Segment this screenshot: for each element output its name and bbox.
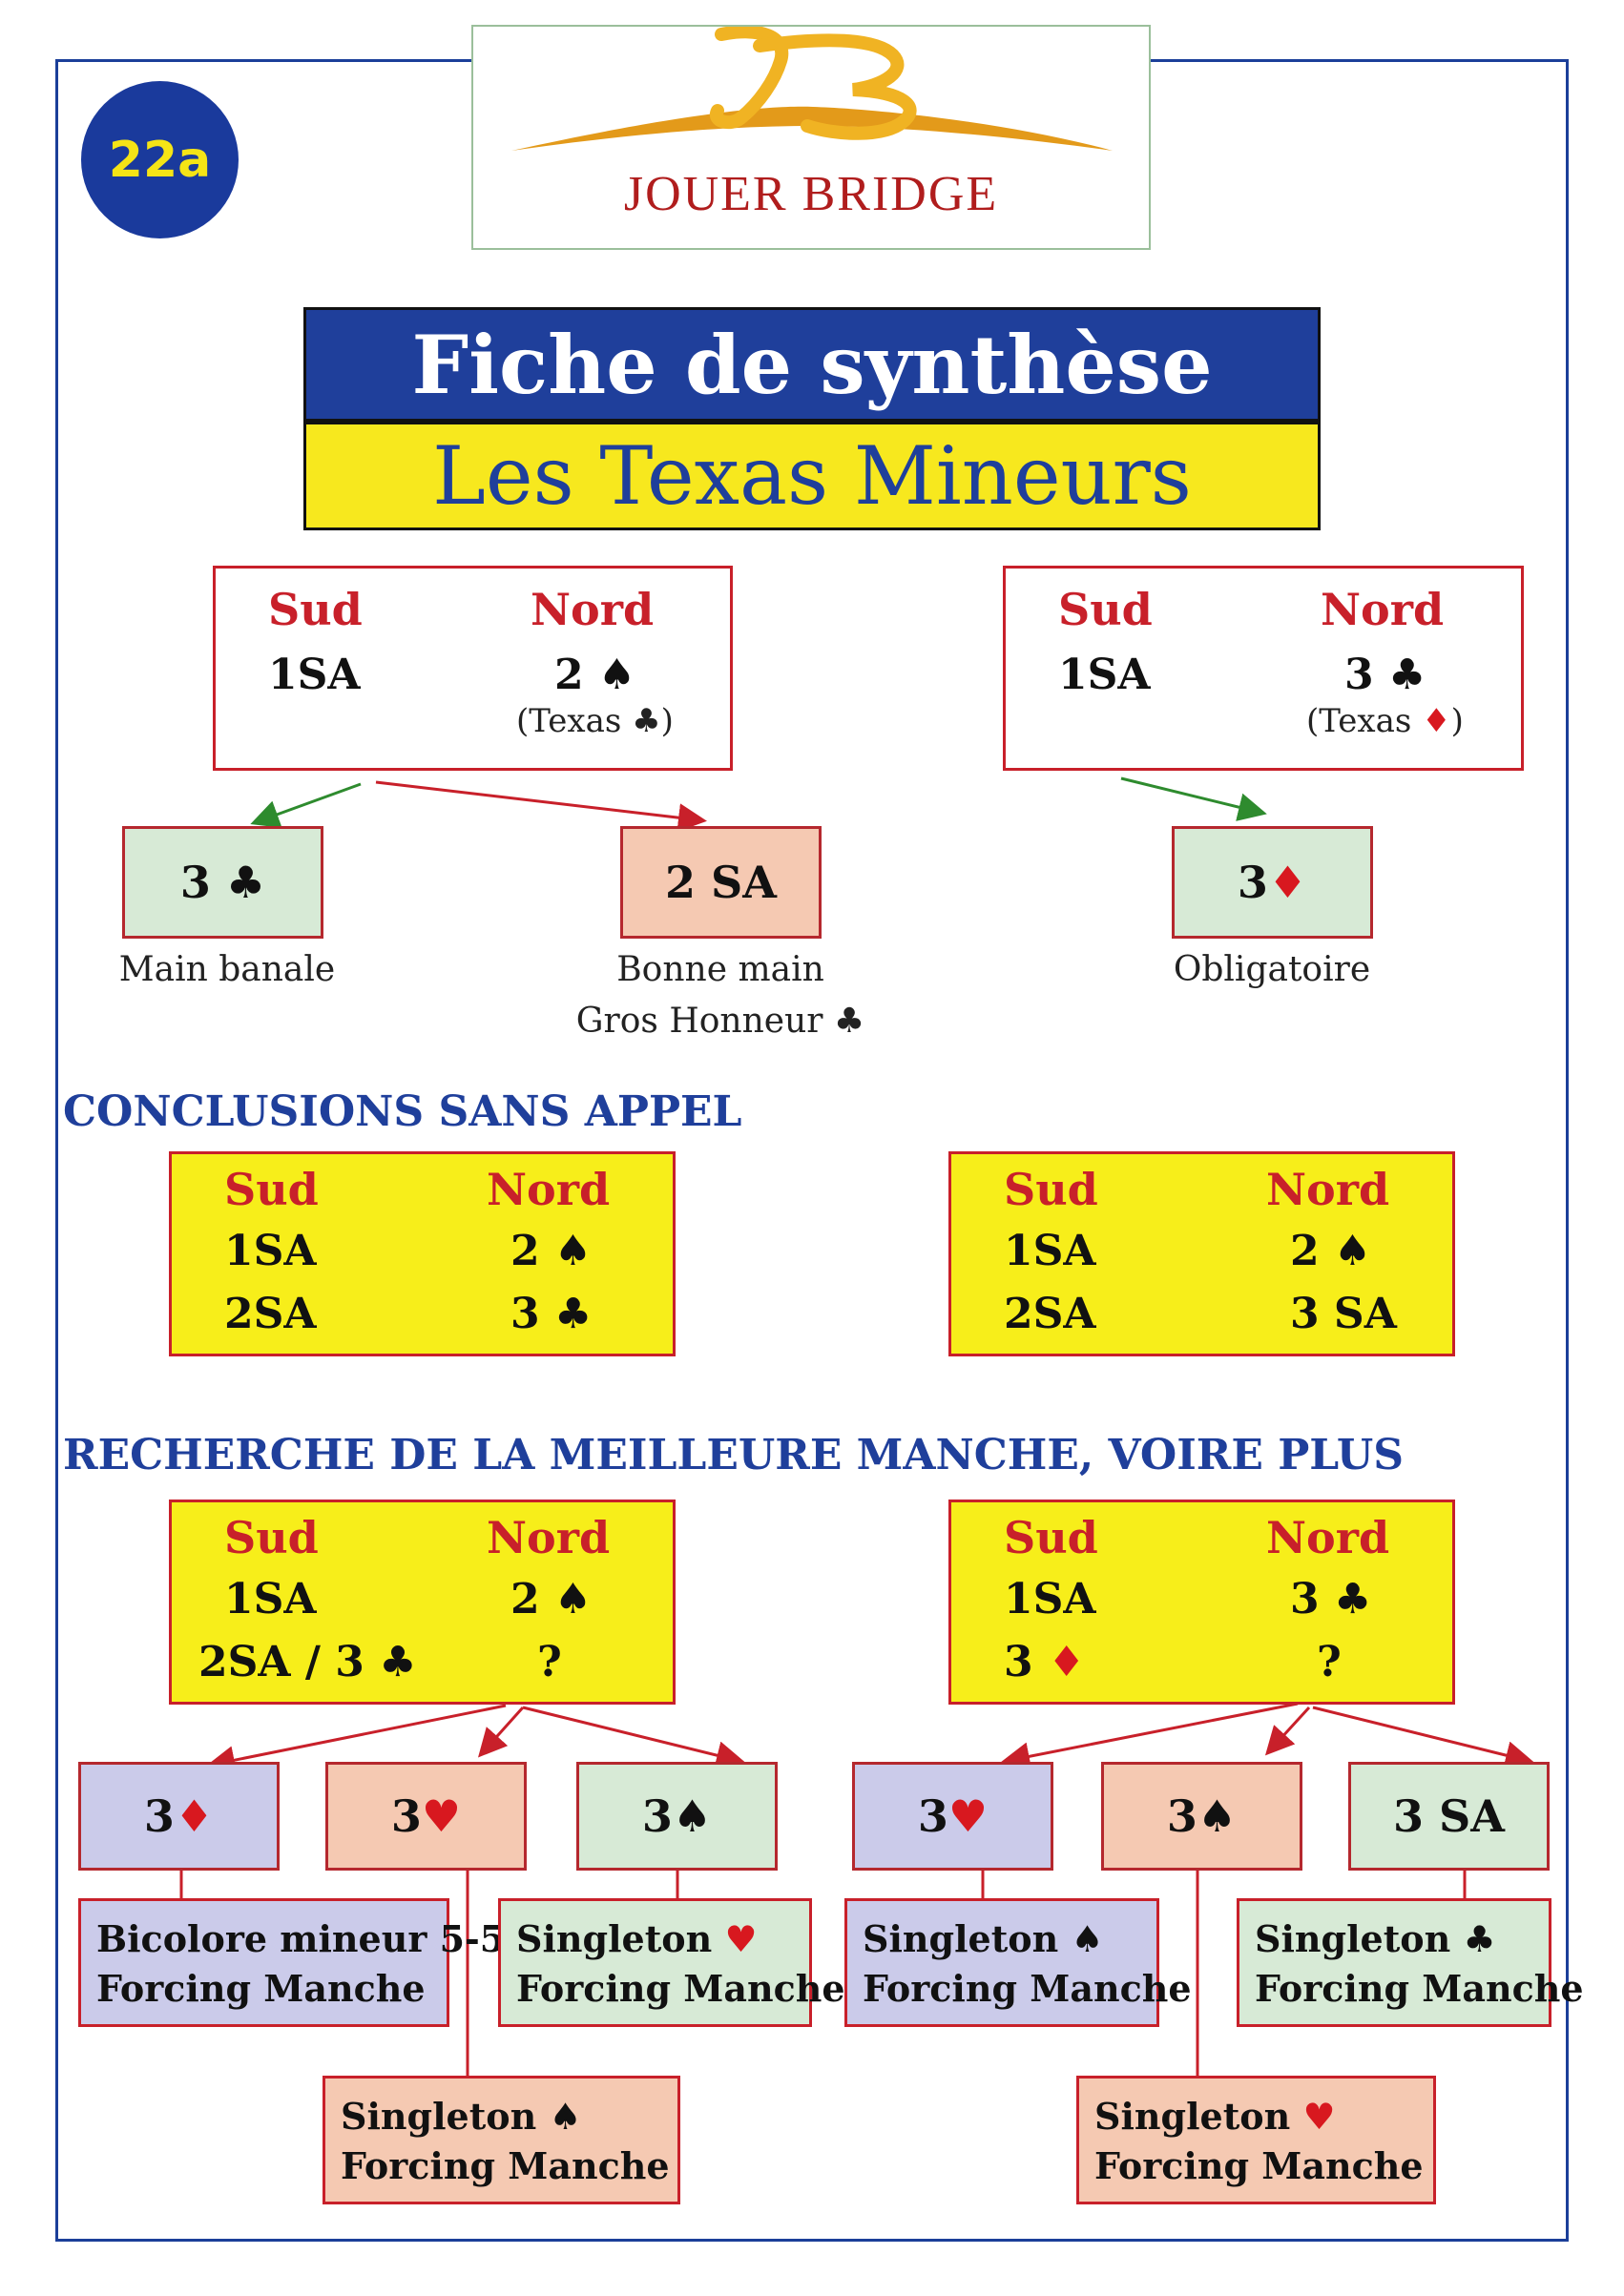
logo-text: JOUER BRIDGE [623,167,999,221]
row1-sud: 1SA [224,1575,317,1624]
response-label-main-banale: Main banale [118,950,336,989]
spade-icon: ♠ [1071,1917,1104,1960]
club-icon: ♣ [632,702,661,740]
spade-icon: ♠ [1197,1790,1238,1842]
heart-icon: ♥ [947,1790,989,1842]
heart-icon: ♥ [724,1917,758,1960]
header-nord: Nord [1266,1164,1390,1215]
desc-singleton-heart-left: Singleton ♥ Forcing Manche [498,1898,845,2027]
conclusion-box-right: Sud Nord 1SA 2 ♠ 2SA 3 SA [948,1151,1455,1356]
arrow-left-3s [522,1706,745,1769]
row2-sud: 2SA / 3 ♣ [198,1638,417,1686]
header-sud: Sud [224,1164,319,1215]
section-recherche: RECHERCHE DE LA MEILLEURE MANCHE, VOIRE … [63,1431,1404,1479]
spade-icon: ♠ [672,1790,713,1842]
row2-nord: ? [537,1638,562,1686]
sud-bid: 1SA [268,651,361,699]
response-3-hearts-right: 3 ♥ [852,1762,1053,1871]
response-3-spades-right: 3 ♠ [1101,1762,1302,1871]
header-sud: Sud [224,1512,319,1563]
search-box-right: Sud Nord 1SA 3 ♣ 3 ♦ ? [948,1500,1455,1705]
response-3-diamonds: 3 ♦ [1172,826,1373,939]
arrow-to-3clubs [250,782,362,828]
header-sud: Sud [1004,1512,1098,1563]
row2-nord: 3 ♣ [510,1290,593,1338]
heart-icon: ♥ [421,1790,462,1842]
diamond-icon: ♦ [1267,857,1308,908]
section-conclusions: CONCLUSIONS SANS APPEL [63,1087,742,1136]
row1-sud: 1SA [1004,1227,1096,1275]
arrow-to-2sa [375,780,707,833]
arrow-left-3d [206,1704,507,1774]
response-3-diamonds-left: 3 ♦ [78,1762,280,1871]
response-label-bonne-main: Bonne main [616,950,824,989]
arrow-to-3diamonds [1120,776,1267,821]
header-nord: Nord [1321,584,1445,635]
row2-sud: 3 ♦ [1004,1638,1086,1686]
row1-nord: 2 ♠ [510,1575,593,1624]
header-nord: Nord [531,584,655,635]
page-number-badge: 22a [81,81,239,238]
row2-sud: 2SA [224,1290,317,1338]
heart-icon: ♥ [1302,2095,1336,2138]
desc-singleton-spade-right: Singleton ♠ Forcing Manche [844,1898,1192,2027]
desc-singleton-club-right: Singleton ♣ Forcing Manche [1237,1898,1584,2027]
header-nord: Nord [487,1164,611,1215]
bidding-box-texas-clubs: Sud Nord 1SA 2 ♠ (Texas ♣) [213,566,733,771]
row1-nord: 2 ♠ [510,1227,593,1275]
response-2-sa: 2 SA [620,826,822,939]
diamond-icon: ♦ [174,1790,215,1842]
arrow-right-3sa [1312,1706,1534,1769]
title-main: Fiche de synthèse [303,307,1321,422]
club-icon: ♣ [1463,1917,1496,1960]
response-label-obligatoire: Obligatoire [1173,950,1371,989]
header-sud: Sud [268,584,363,635]
spade-icon: ♠ [549,2095,582,2138]
response-label-gros-honneur: Gros Honneur ♣ [575,1002,865,1041]
row1-nord: 3 ♣ [1290,1575,1372,1624]
desc-bicolore-mineur: Bicolore mineur 5-5 Forcing Manche [78,1898,505,2027]
response-3-sa-right: 3 SA [1348,1762,1550,1871]
logo: JOUER BRIDGE [471,25,1151,250]
header-nord: Nord [1266,1512,1390,1563]
diamond-icon: ♦ [1047,1638,1086,1686]
row2-sud: 2SA [1004,1290,1096,1338]
response-3-clubs: 3 ♣ [122,826,323,939]
conclusion-box-left: Sud Nord 1SA 2 ♠ 2SA 3 ♣ [169,1151,676,1356]
row2-nord: ? [1317,1638,1342,1686]
row2-nord: 3 SA [1290,1290,1397,1338]
diamond-icon: ♦ [1422,702,1451,740]
title-sub: Les Texas Mineurs [303,422,1321,530]
sud-bid: 1SA [1058,651,1151,699]
response-3-spades-left: 3 ♠ [576,1762,778,1871]
arrow-right-3s [1264,1706,1311,1756]
row1-sud: 1SA [1004,1575,1096,1624]
page-number: 22a [108,131,212,189]
arrow-left-3h [477,1706,525,1758]
texas-note: (Texas ♦) [1306,702,1464,740]
arrow-right-3h [1001,1702,1299,1771]
header-sud: Sud [1058,584,1153,635]
response-3-hearts-left: 3 ♥ [325,1762,527,1871]
row1-sud: 1SA [224,1227,317,1275]
bidding-box-texas-diamonds: Sud Nord 1SA 3 ♣ (Texas ♦) [1003,566,1524,771]
nord-bid: 3 ♣ [1344,651,1426,699]
search-box-left: Sud Nord 1SA 2 ♠ 2SA / 3 ♣ ? [169,1500,676,1705]
desc-singleton-spade-left: Singleton ♠ Forcing Manche [323,2076,680,2204]
header-nord: Nord [487,1512,611,1563]
nord-bid: 2 ♠ [554,651,636,699]
logo-emblem [511,27,1113,151]
row1-nord: 2 ♠ [1290,1227,1372,1275]
header-sud: Sud [1004,1164,1098,1215]
texas-note: (Texas ♣) [516,702,674,740]
desc-singleton-heart-right: Singleton ♥ Forcing Manche [1076,2076,1436,2204]
